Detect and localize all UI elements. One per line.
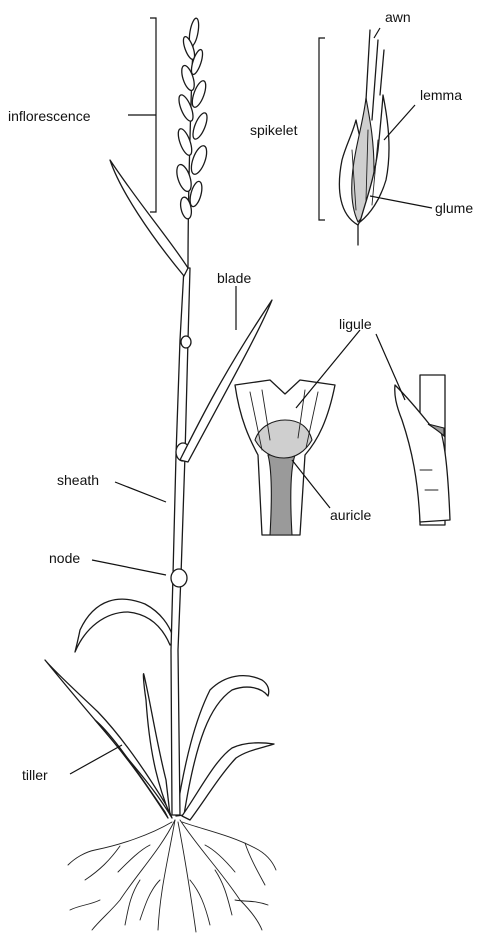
label-inflorescence: inflorescence — [8, 108, 91, 124]
label-glume: glume — [435, 200, 473, 216]
label-ligule: ligule — [339, 316, 372, 332]
label-auricle: auricle — [330, 507, 371, 523]
ligule-front-detail — [235, 380, 335, 535]
label-node: node — [49, 550, 80, 566]
node-bulge — [171, 569, 187, 587]
ligule-side-detail — [395, 375, 450, 525]
label-sheath: sheath — [57, 472, 99, 488]
roots — [68, 820, 276, 932]
label-awn: awn — [385, 9, 411, 25]
label-tiller: tiller — [22, 767, 48, 783]
spikelet-bracket — [319, 38, 325, 220]
label-spikelet: spikelet — [250, 122, 298, 138]
label-lemma: lemma — [420, 87, 462, 103]
spikelet-detail — [339, 30, 389, 245]
stem — [171, 268, 191, 815]
label-blade: blade — [217, 270, 251, 286]
inflorescence-drawing — [174, 18, 210, 268]
basal-leaves — [45, 599, 274, 820]
